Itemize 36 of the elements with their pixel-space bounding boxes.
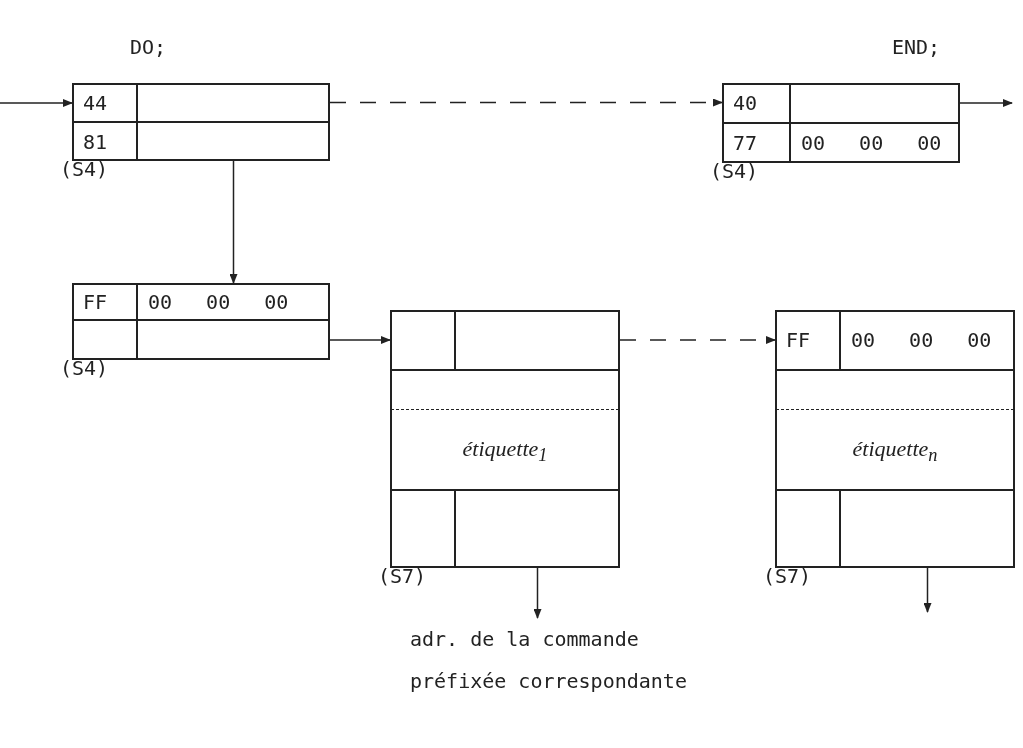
memory-cell — [790, 83, 960, 123]
memory-cell — [455, 490, 620, 568]
dashed-arrow — [329, 98, 723, 107]
memory-cell — [137, 320, 330, 360]
arrow — [229, 160, 238, 284]
memory-cell: 81 — [72, 122, 137, 161]
memory-cell — [137, 83, 330, 122]
memory-cell — [390, 490, 455, 568]
record-type-label: (S4) — [60, 356, 109, 380]
memory-cell: FF — [72, 283, 137, 320]
arrow — [923, 567, 932, 613]
memory-cell — [72, 320, 137, 360]
memory-cell: 00 00 00 — [790, 123, 960, 163]
memory-cell: 00 00 00 — [840, 310, 1015, 370]
record-type-label: (S7) — [763, 564, 812, 588]
memory-cell — [455, 310, 620, 370]
memory-cell: 77 — [722, 123, 790, 163]
arrow — [533, 567, 542, 619]
arrow — [0, 99, 73, 107]
memory-cell: étiquette$_{1}$ — [390, 370, 620, 490]
memory-cell: étiquette$_{n}$ — [775, 370, 1015, 490]
memory-cell — [775, 490, 840, 568]
dashed-arrow — [619, 336, 776, 344]
memory-cell: 44 — [72, 83, 137, 122]
record-heading: END; — [892, 35, 941, 59]
memory-cell — [390, 310, 455, 370]
annotation-text: adr. de la commande préfixée correspondante — [410, 618, 730, 702]
record-type-label: (S7) — [378, 564, 427, 588]
memory-cell — [137, 122, 330, 161]
memory-cell — [840, 490, 1015, 568]
memory-cell: 40 — [722, 83, 790, 123]
memory-cell: 00 00 00 — [137, 283, 330, 320]
record-heading: DO; — [130, 35, 167, 59]
arrow — [329, 336, 391, 344]
arrow — [959, 99, 1013, 107]
memory-cell: FF — [775, 310, 840, 370]
